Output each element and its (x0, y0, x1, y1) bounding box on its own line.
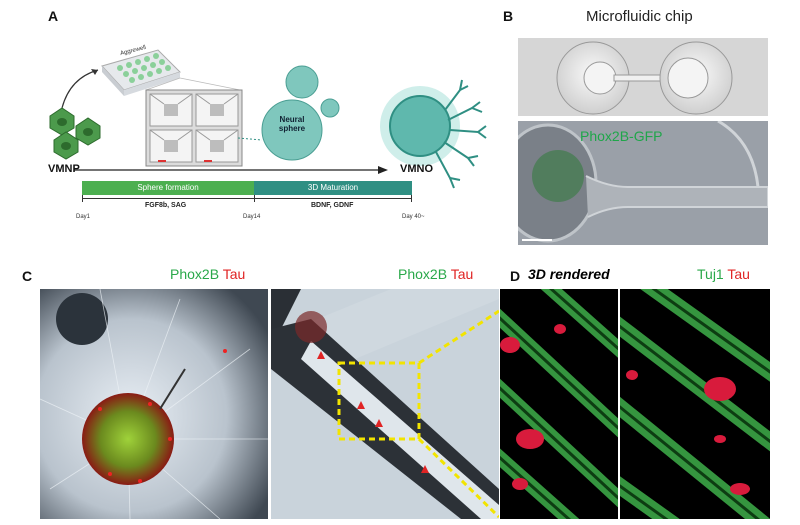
vmnp-cells-icon (49, 107, 101, 160)
right-phox2b-label: Phox2B (398, 266, 448, 282)
panel-label-d: D (510, 268, 521, 284)
panel-a-schematic (49, 49, 487, 189)
tuj1-label: Tuj1 (697, 266, 724, 282)
tick-day14 (254, 195, 255, 202)
channel-micrograph (271, 289, 499, 519)
panel-d-header: 3D rendered (528, 266, 610, 282)
day1-label: Day1 (76, 214, 91, 220)
chip-title: Microfluidic chip (586, 8, 693, 25)
vmno-label: VMNO (400, 163, 433, 175)
day40-label: Day 40~ (402, 214, 425, 220)
rendered-label: 3D rendered (528, 266, 610, 282)
chip-micrograph (518, 121, 768, 245)
zoom-box (337, 361, 421, 441)
vmno-organoid-icon (380, 79, 487, 189)
panel-label-a: A (48, 8, 59, 24)
factors-stage1: FGF8b, SAG (145, 202, 187, 209)
stage-3d-maturation: 3D Maturation (254, 181, 412, 195)
d-tau-label: Tau (727, 266, 750, 282)
tick-day1 (82, 195, 83, 202)
timeline-axis (82, 198, 412, 199)
tau-arrowheads (317, 351, 429, 473)
panel-c-right-stain: Phox2B Tau (398, 266, 473, 282)
left-phox2b-label: Phox2B (170, 266, 220, 282)
factors-stage2: BDNF, GDNF (311, 202, 354, 209)
panel-label-c: C (22, 268, 33, 284)
neural-sphere-icon (261, 65, 340, 161)
neural-sphere-label-line1: Neural (279, 115, 305, 124)
panel-d-stain: Tuj1 Tau (697, 266, 750, 282)
organoid-micrograph (40, 289, 268, 519)
day14-label: Day14 (243, 214, 261, 220)
microwell-grid-icon (145, 89, 243, 167)
aggrewell-plate-icon (101, 49, 181, 96)
chip-schematic (518, 38, 768, 116)
vmnp-label: VMNP (48, 163, 80, 175)
right-tau-label: Tau (450, 266, 474, 282)
rendered-view-left (500, 289, 618, 519)
gfp-overlay-label: Phox2B-GFP (580, 128, 663, 144)
rendered-view-right (620, 289, 770, 519)
neural-sphere-label: Neural sphere (276, 115, 308, 133)
neural-sphere-label-line2: sphere (278, 124, 306, 133)
stage-sphere-formation: Sphere formation (82, 181, 254, 195)
tick-day40 (411, 195, 412, 202)
panel-label-b: B (503, 8, 514, 24)
left-tau-label: Tau (222, 266, 246, 282)
panel-c-left-stain: Phox2B Tau (170, 266, 245, 282)
